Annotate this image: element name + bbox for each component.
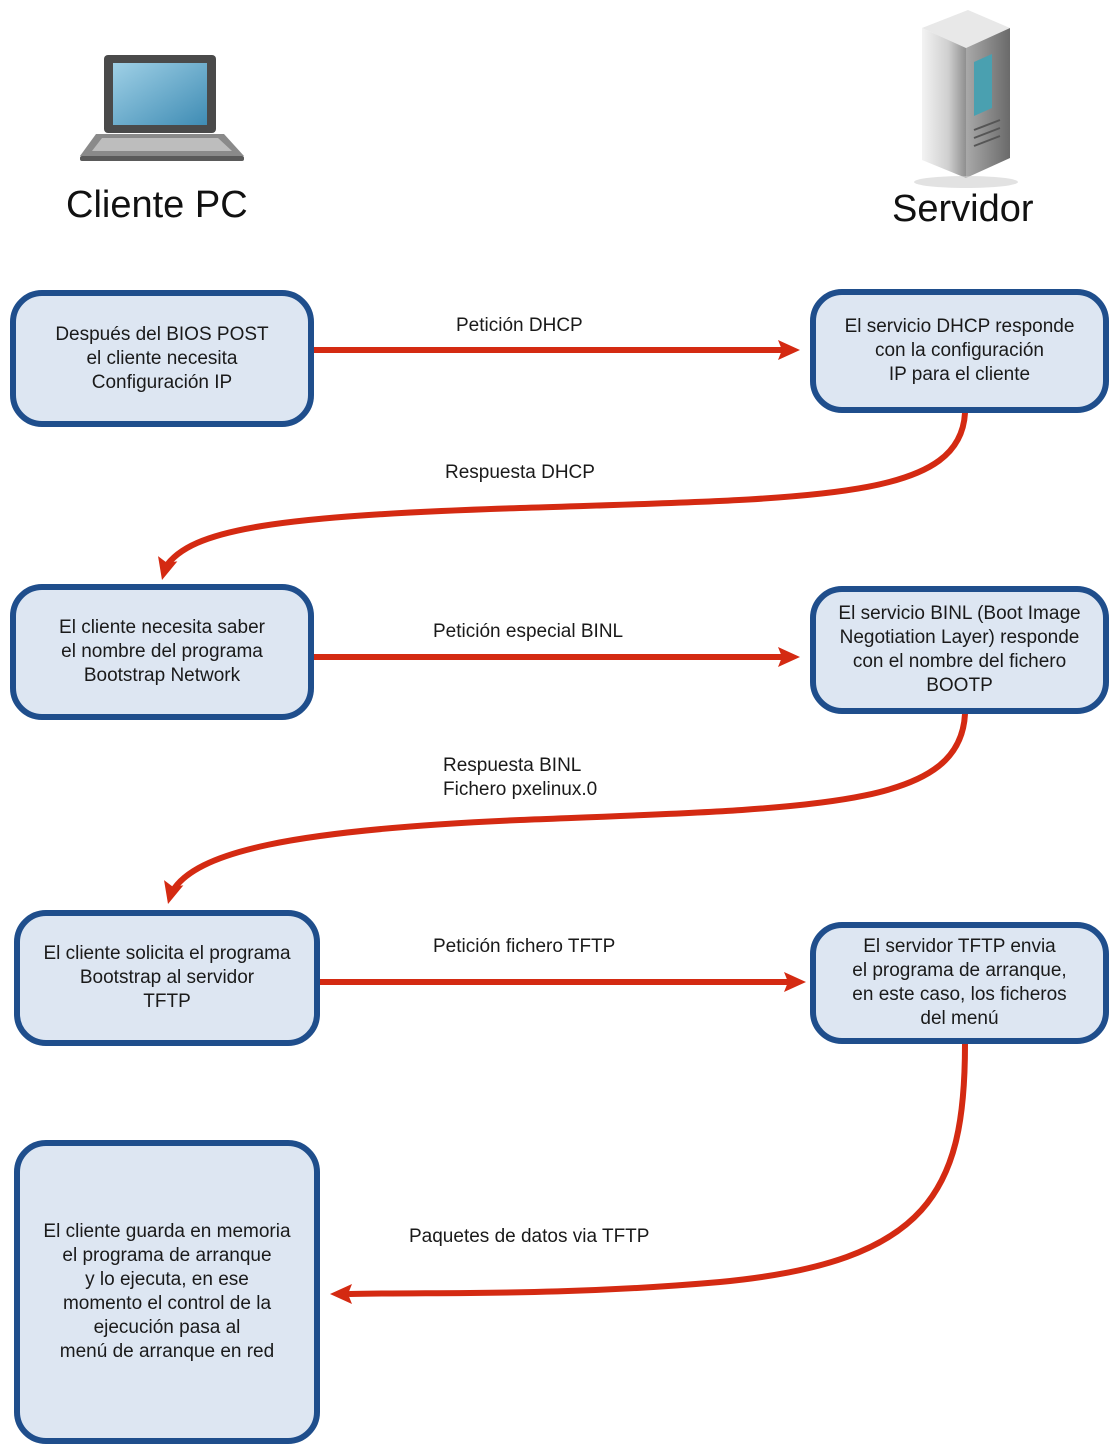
arrow-dhcp-response [158,410,968,580]
server-step-text: El servicio DHCP responde con la configu… [844,316,1075,385]
server-step-box: El servicio DHCP responde con la configu… [810,289,1109,413]
arrow-tftp-data-head [330,1284,352,1304]
arrow-binl-response [164,711,968,904]
message-label: Petición especial BINL [433,621,624,642]
message-label: Paquetes de datos via TFTP [409,1226,650,1247]
arrow-tftp-request-head [784,972,806,992]
client-step-text: El cliente guarda en memoria el programa… [43,1221,291,1362]
client-step-box: El cliente guarda en memoria el programa… [14,1140,320,1444]
arrow-dhcp-request [311,340,800,360]
arrow-dhcp-request-head [778,340,800,360]
arrow-dhcp-response-line [162,410,968,571]
client-heading: Cliente PC [66,184,248,226]
arrow-tftp-request [317,972,806,992]
client-step-text: El cliente solicita el programa Bootstra… [43,943,291,1012]
arrow-tftp-data-line [347,1041,968,1297]
client-step-box: El cliente solicita el programa Bootstra… [14,910,320,1046]
message-label: Petición fichero TFTP [433,936,616,957]
server-tower-icon [914,10,1018,188]
server-step-box: El servicio BINL (Boot Image Negotiation… [810,586,1109,714]
arrow-binl-response-head [164,880,184,904]
message-label: Petición DHCP [456,315,583,336]
arrows-layer [158,340,968,1304]
message-label: Respuesta BINL Fichero pxelinux.0 [443,755,598,800]
server-step-box: El servidor TFTP envia el programa de ar… [810,922,1109,1044]
arrow-tftp-data [330,1041,968,1304]
arrow-dhcp-response-head [158,556,178,580]
server-step-text: El servicio BINL (Boot Image Negotiation… [838,603,1081,696]
arrow-binl-response-line [169,711,968,895]
server-heading: Servidor [892,188,1034,230]
arrow-binl-request-head [778,647,800,667]
server-step-text: El servidor TFTP envia el programa de ar… [852,936,1067,1029]
client-step-box: El cliente necesita saber el nombre del … [10,584,314,720]
client-step-text: El cliente necesita saber el nombre del … [59,617,265,686]
client-step-text: Después del BIOS POST el cliente necesit… [55,323,269,393]
message-label: Respuesta DHCP [445,462,595,483]
client-step-box: Después del BIOS POST el cliente necesit… [10,290,314,427]
arrow-binl-request [311,647,800,667]
laptop-icon [80,55,244,161]
